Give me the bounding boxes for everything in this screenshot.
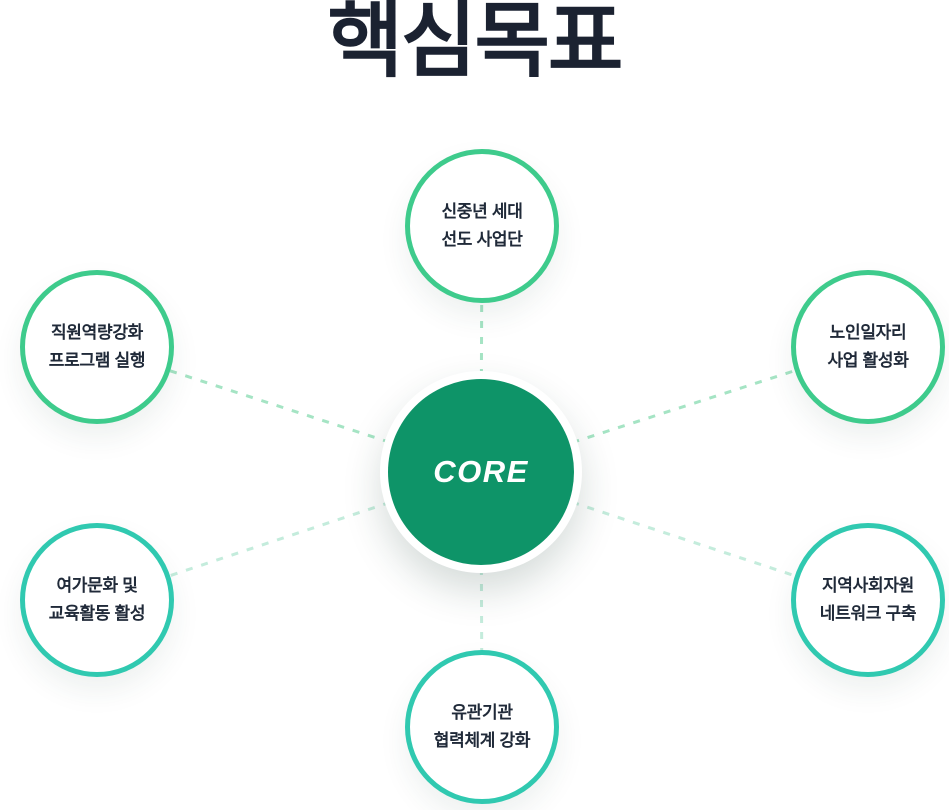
- satellite-label-line: 신중년 세대: [441, 202, 523, 221]
- satellite-label-line: 교육활동 활성: [48, 604, 146, 623]
- satellite-label-line: 네트워크 구축: [819, 604, 917, 623]
- core-hub-ring: CORE: [380, 371, 582, 573]
- satellite-label-line: 지역사회자원: [821, 576, 915, 595]
- satellite-label-line: 선도 사업단: [441, 230, 523, 249]
- satellite-circle-right-upper: 노인일자리 사업 활성화: [791, 270, 945, 424]
- satellite-label-line: 직원역량강화: [50, 323, 144, 342]
- core-hub-label: CORE: [433, 454, 529, 489]
- page-title: 핵심목표: [327, 0, 624, 87]
- satellite-label-line: 프로그램 실행: [48, 351, 146, 370]
- satellite-circle-left-lower: 여가문화 및 교육활동 활성: [20, 523, 174, 677]
- satellite-circle-top: 신중년 세대 선도 사업단: [405, 149, 559, 303]
- satellite-label-line: 사업 활성화: [827, 351, 909, 370]
- satellite-label-line: 노인일자리: [829, 323, 907, 342]
- satellite-label-line: 유관기관: [451, 703, 513, 722]
- satellite-circle-right-lower: 지역사회자원 네트워크 구축: [791, 523, 945, 677]
- core-hub-circle: CORE: [388, 379, 574, 565]
- satellite-label-line: 여가문화 및: [56, 576, 138, 595]
- satellite-circle-left-upper: 직원역량강화 프로그램 실행: [20, 270, 174, 424]
- satellite-circle-bottom: 유관기관 협력체계 강화: [405, 650, 559, 804]
- satellite-label-line: 협력체계 강화: [433, 731, 531, 750]
